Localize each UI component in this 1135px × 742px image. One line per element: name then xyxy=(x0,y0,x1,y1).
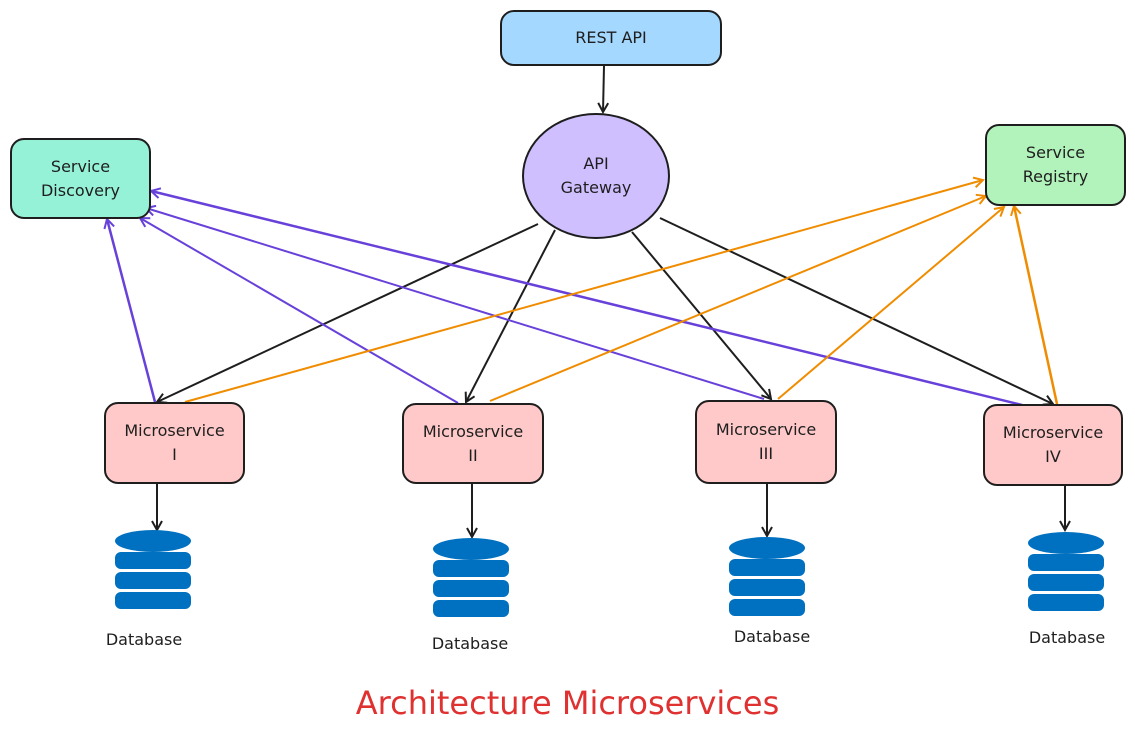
arrow-gateway-to-ms1 xyxy=(157,223,539,402)
arrow-ms2-to-discovery xyxy=(140,218,459,404)
database-label: Database xyxy=(105,630,183,649)
arrow-gateway-to-ms4 xyxy=(659,217,1053,404)
database-label: Database xyxy=(733,627,811,646)
database-icon xyxy=(115,530,191,609)
arrow-gateway-to-ms2 xyxy=(466,229,556,402)
rest-api-node[interactable]: REST API xyxy=(500,10,722,66)
arrow-ms4-to-discovery xyxy=(151,191,1023,407)
database-label: Database xyxy=(1028,628,1106,647)
arrow-ms3-to-registry xyxy=(777,207,1004,400)
arrow-ms3-to-discovery xyxy=(146,208,765,400)
arrow-ms4-to-registry xyxy=(1014,206,1059,405)
service-registry-node[interactable]: Service Registry xyxy=(985,124,1126,206)
database-icon xyxy=(729,537,805,616)
arrow-ms1-to-discovery xyxy=(107,219,157,403)
microservice-3-node[interactable]: Microservice III xyxy=(695,400,837,484)
arrow-ms2-to-registry xyxy=(489,196,986,402)
database-icon xyxy=(433,538,509,617)
arrow-ms1-to-registry xyxy=(184,180,983,403)
microservice-4-node[interactable]: Microservice IV xyxy=(983,404,1123,486)
service-discovery-node[interactable]: Service Discovery xyxy=(10,138,151,219)
database-label: Database xyxy=(431,634,509,653)
diagram-title: Architecture Microservices xyxy=(355,684,780,722)
microservice-1-node[interactable]: Microservice I xyxy=(104,402,245,484)
database-icon xyxy=(1028,532,1104,611)
arrow-rest-to-gateway xyxy=(603,65,604,112)
api-gateway-node[interactable]: API Gateway xyxy=(522,113,670,239)
arrow-gateway-to-ms3 xyxy=(631,231,771,399)
microservice-2-node[interactable]: Microservice II xyxy=(402,403,544,484)
